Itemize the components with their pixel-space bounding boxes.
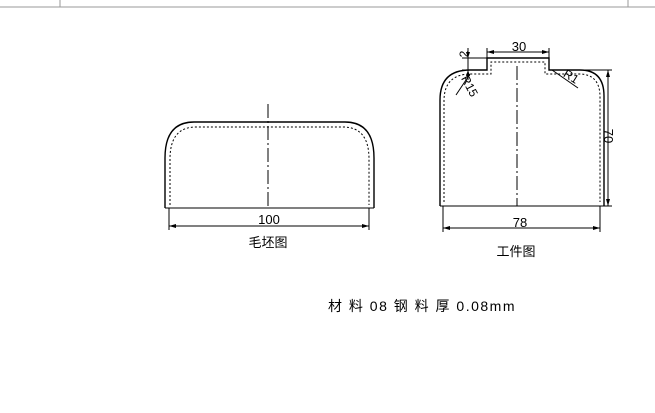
part-view: 30 2 R15 R1 70 78 工件图 <box>439 39 616 259</box>
part-step-dim: 2 <box>457 50 471 57</box>
blank-dim-arrow-right <box>362 224 369 228</box>
step-dim-arrow-top <box>466 52 470 58</box>
top-dim-arrow-left <box>487 50 494 54</box>
part-height-dim: 70 <box>601 129 616 143</box>
height-dim-arrow-bottom <box>606 199 610 206</box>
r1-leader <box>551 69 579 89</box>
blank-width-dim: 100 <box>258 212 280 227</box>
part-dim-arrow-right <box>593 226 600 230</box>
part-caption: 工件图 <box>496 244 535 259</box>
blank-dim-arrow-left <box>169 224 176 228</box>
blank-caption: 毛坯图 <box>248 235 287 250</box>
material-note: 材 料 08 钢 料 厚 0.08mm <box>328 298 516 314</box>
part-width-dim: 78 <box>513 215 527 230</box>
blank-inner-contour <box>169 126 370 205</box>
r15-leader <box>455 73 471 96</box>
page-frame <box>0 0 655 8</box>
blank-view: 100 毛坯图 <box>164 104 375 250</box>
part-dim-arrow-left <box>443 226 450 230</box>
blank-outer-contour <box>164 121 375 208</box>
height-dim-arrow-top <box>606 70 610 77</box>
part-top-dim: 30 <box>512 39 526 54</box>
step-dim-arrow-bottom <box>466 70 470 76</box>
part-outer-contour <box>439 57 605 206</box>
top-dim-arrow-right <box>542 50 549 54</box>
